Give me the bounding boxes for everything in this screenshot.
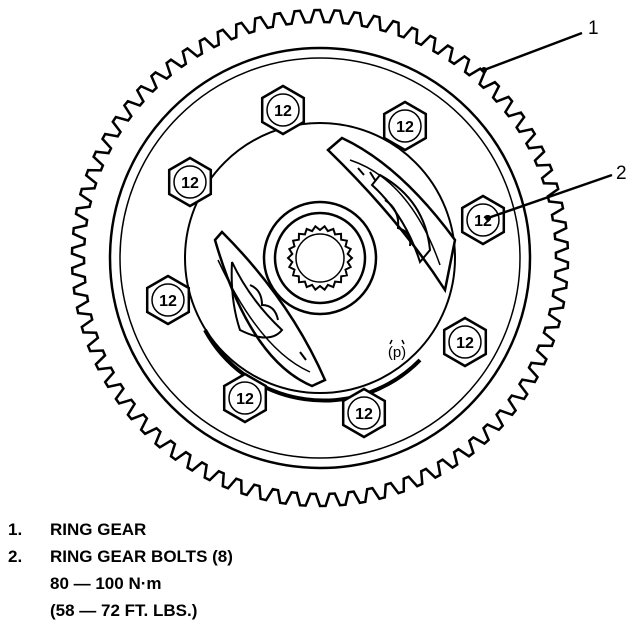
- leader-lines: [481, 31, 613, 221]
- differential-case: (p): [184, 122, 457, 403]
- bolt-size-label: 12: [396, 119, 414, 136]
- callout-2: 2: [616, 163, 627, 184]
- case-window-left: [213, 230, 327, 388]
- legend: 1. RING GEAR 2. RING GEAR BOLTS (8) 80 —…: [8, 516, 233, 624]
- callout-1: 1: [588, 18, 599, 39]
- bolt-size-label: 12: [274, 103, 292, 120]
- bolt-size-label: 12: [355, 406, 373, 423]
- torque-spec-ftlbs: (58 — 72 FT. LBS.): [8, 597, 233, 624]
- ring-gear-bolt: 12: [442, 316, 488, 368]
- ring-gear-bolt: 12: [382, 100, 428, 152]
- legend-label: RING GEAR BOLTS (8): [50, 547, 233, 566]
- legend-item-ring-gear: 1. RING GEAR: [8, 516, 233, 543]
- ring-gear-bolt: 12: [145, 274, 191, 326]
- leader-line-1: [483, 31, 583, 72]
- ring-gear-bolt: 12: [341, 387, 387, 439]
- bolt-size-label: 12: [181, 175, 199, 192]
- legend-label: RING GEAR: [50, 520, 147, 539]
- case-shadow-arc: [203, 329, 422, 403]
- torque-spec-nm: 80 — 100 N·m: [8, 570, 233, 597]
- axle-spline: [286, 224, 354, 292]
- case-flange: [184, 122, 456, 394]
- ring-gear-bolt: 12: [222, 372, 268, 424]
- ring-gear-diagram: (p) 12 12 12 12 12 12 12 12: [70, 8, 613, 508]
- bolt-size-label: 12: [456, 335, 474, 352]
- bolt-size-label: 12: [236, 391, 254, 408]
- torque-value-nm: 80 — 100 N·m: [50, 574, 162, 593]
- torque-value-ftlbs: (58 — 72 FT. LBS.): [50, 601, 198, 620]
- case-hub: [262, 200, 378, 316]
- gear-inner-ring: [108, 46, 532, 470]
- bolt-size-label: 12: [159, 293, 177, 310]
- leader-line-2: [487, 173, 613, 220]
- case-window-right: [326, 136, 457, 294]
- ring-gear-bolts: 12 12 12 12 12 12 12 12: [145, 84, 506, 439]
- ring-gear-bolt: 12: [260, 84, 306, 136]
- gear-inner-ring-2: [119, 57, 521, 459]
- legend-number: 2.: [8, 547, 23, 566]
- legend-number: 1.: [8, 520, 23, 539]
- svg-text:(p): (p): [388, 344, 406, 361]
- ring-gear-bolt: 12: [460, 194, 506, 246]
- legend-item-ring-gear-bolts: 2. RING GEAR BOLTS (8): [8, 543, 233, 570]
- pinion-shaft-lock: (p): [388, 339, 406, 361]
- ring-gear-bolt: 12: [167, 156, 213, 208]
